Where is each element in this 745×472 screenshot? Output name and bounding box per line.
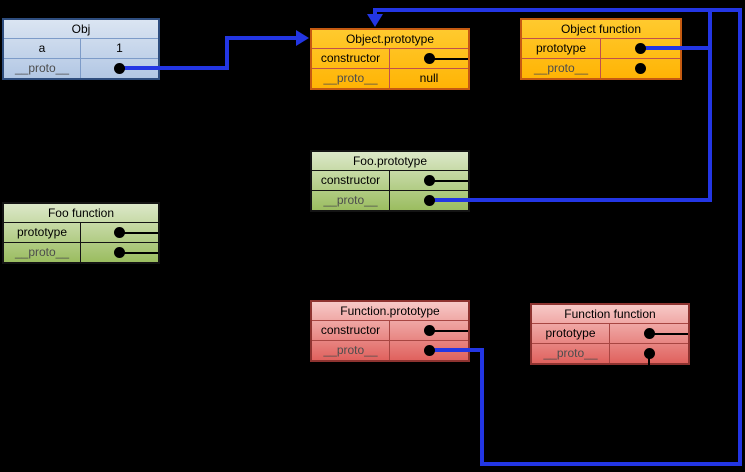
box-foo-prototype: Foo.prototype constructor __proto__ — [310, 150, 470, 212]
row-label: __proto__ — [4, 243, 81, 262]
table-row: __proto__ null — [312, 68, 468, 88]
pointer-dot — [423, 53, 435, 64]
row-value — [610, 324, 688, 343]
row-value — [390, 49, 468, 68]
pointer-dot — [643, 328, 655, 339]
box-obj-title: Obj — [4, 20, 158, 39]
row-value — [81, 223, 158, 242]
box-object-function-title: Object function — [522, 20, 680, 39]
pointer-dot — [114, 227, 125, 238]
box-obj: Obj a 1 __proto__ — [2, 18, 160, 80]
arrow-function-prototype-proto-segment — [480, 348, 484, 466]
pointer-line — [649, 332, 688, 335]
box-object-prototype-title: Object.prototype — [312, 30, 468, 49]
box-object-function: Object function prototype __proto__ — [520, 18, 682, 80]
arrow-trunk-top-segment — [373, 8, 377, 16]
table-row: prototype — [522, 39, 680, 58]
pointer-dot — [423, 325, 435, 336]
arrow-inner-vertical-segment — [708, 8, 712, 202]
row-value: null — [419, 71, 439, 85]
table-row: a 1 — [4, 39, 158, 58]
arrow-obj-to-object-prototype-segment — [225, 36, 229, 70]
box-foo-function: Foo function prototype __proto__ — [2, 202, 160, 264]
pointer-line — [429, 57, 468, 60]
pointer-dot — [635, 63, 646, 74]
row-label: prototype — [532, 324, 610, 343]
row-label: prototype — [522, 39, 601, 58]
table-row: prototype — [532, 324, 688, 343]
table-row: __proto__ — [4, 242, 158, 262]
row-label: constructor — [312, 321, 390, 340]
row-value — [81, 243, 158, 262]
box-foo-function-title: Foo function — [4, 204, 158, 223]
pointer-line — [119, 251, 158, 254]
pointer-dot — [423, 175, 435, 186]
row-value — [601, 59, 680, 78]
table-row: __proto__ — [312, 190, 468, 210]
arrowhead-right-icon — [296, 30, 309, 46]
row-label: constructor — [312, 171, 390, 190]
row-label: __proto__ — [4, 59, 81, 78]
row-label: __proto__ — [312, 191, 390, 210]
row-label: __proto__ — [532, 344, 610, 363]
pointer-dot — [423, 195, 435, 206]
pointer-dot — [423, 345, 435, 356]
pointer-dot — [114, 63, 125, 74]
row-value — [610, 344, 688, 376]
table-row: constructor — [312, 49, 468, 68]
arrowhead-down-icon — [367, 14, 383, 27]
pointer-line — [429, 179, 468, 182]
table-row: __proto__ — [532, 343, 688, 376]
row-value: 1 — [116, 41, 123, 55]
row-value — [390, 171, 468, 190]
pointer-line — [648, 353, 650, 376]
row-value — [390, 321, 468, 340]
box-function-function-title: Function function — [532, 305, 688, 324]
table-row: constructor — [312, 321, 468, 340]
box-function-prototype-title: Function.prototype — [312, 302, 468, 321]
arrow-outer-bottom-segment — [480, 462, 742, 466]
arrow-foo-prototype-proto-segment — [430, 198, 712, 202]
box-function-function: Function function prototype __proto__ — [530, 303, 690, 376]
arrow-obj-to-object-prototype-segment — [225, 36, 297, 40]
pointer-line — [119, 231, 158, 234]
row-value — [81, 59, 158, 78]
row-label: __proto__ — [312, 69, 390, 88]
table-row: __proto__ — [4, 58, 158, 78]
row-value — [390, 341, 468, 360]
row-value — [601, 39, 680, 58]
pointer-dot — [114, 247, 125, 258]
table-row: constructor — [312, 171, 468, 190]
row-label: __proto__ — [522, 59, 601, 78]
pointer-dot — [635, 43, 646, 54]
box-foo-prototype-title: Foo.prototype — [312, 152, 468, 171]
pointer-dot — [643, 348, 655, 359]
row-label: a — [4, 39, 81, 58]
table-row: __proto__ — [312, 340, 468, 360]
table-row: prototype — [4, 223, 158, 242]
pointer-line — [429, 329, 468, 332]
row-label: __proto__ — [312, 341, 390, 360]
arrow-trunk-top-segment — [373, 8, 742, 12]
row-value — [390, 191, 468, 210]
row-label: constructor — [312, 49, 390, 68]
box-function-prototype: Function.prototype constructor __proto__ — [310, 300, 470, 362]
table-row: __proto__ — [522, 58, 680, 78]
box-object-prototype: Object.prototype constructor __proto__ n… — [310, 28, 470, 90]
row-label: prototype — [4, 223, 81, 242]
arrow-outer-vertical-segment — [738, 8, 742, 466]
